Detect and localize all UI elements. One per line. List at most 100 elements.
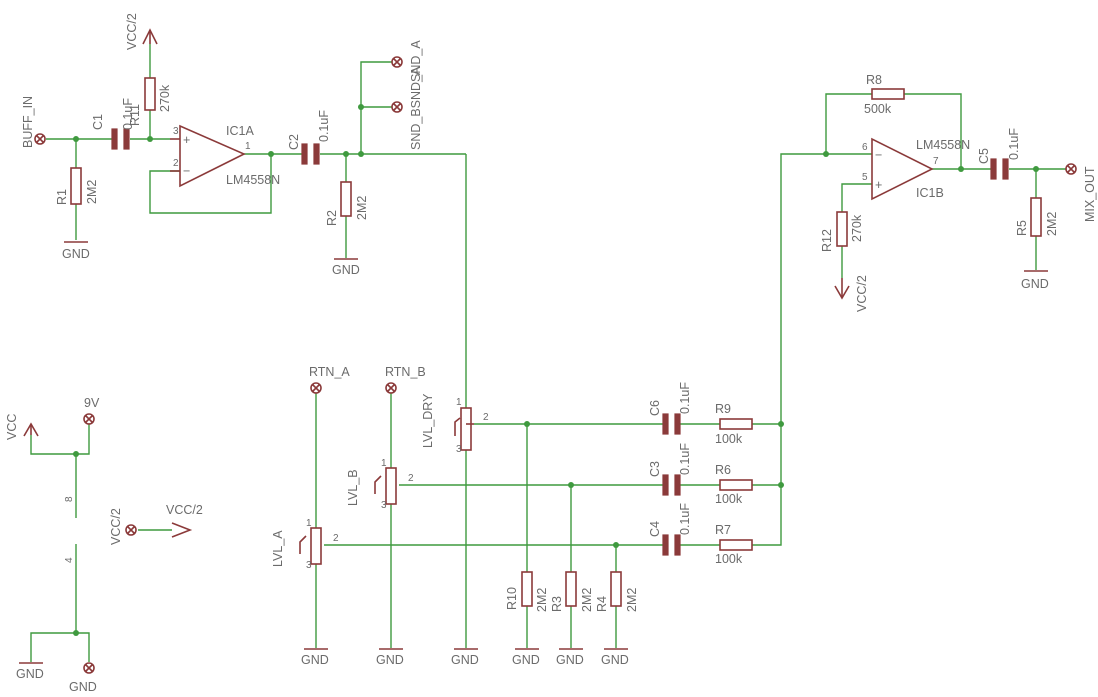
resistor-r7[interactable] <box>719 539 753 551</box>
resistor-r4[interactable] <box>610 571 622 607</box>
pot-lvl-a[interactable] <box>299 527 322 565</box>
r10-value: 2M2 <box>535 588 549 612</box>
gnd-power-left-label: GND <box>16 667 44 681</box>
c6-value: 0.1uF <box>678 382 692 414</box>
opamp-ic1b[interactable] <box>871 137 934 201</box>
gnd-lvl-a-label: GND <box>301 653 329 667</box>
resistor-r9[interactable] <box>719 418 753 430</box>
gnd-r5-label: GND <box>1021 277 1049 291</box>
r1-value: 2M2 <box>85 180 99 204</box>
opamp-ic1a[interactable] <box>170 124 246 188</box>
connector-rtn-b[interactable] <box>385 382 397 394</box>
c5-value: 0.1uF <box>1007 128 1021 160</box>
connector-9v[interactable] <box>83 413 95 425</box>
lvl-b-name: LVL_B <box>346 469 360 506</box>
r12-name: R12 <box>820 229 834 252</box>
r5-value: 2M2 <box>1045 212 1059 236</box>
c5-name: C5 <box>977 148 991 164</box>
capacitor-c3[interactable] <box>662 474 681 496</box>
lvl-b-pin2: 2 <box>408 473 414 484</box>
connector-gnd-power[interactable] <box>83 662 95 674</box>
ic1a-part: LM4558N <box>226 173 280 187</box>
ic1b-pin7: 7 <box>933 156 939 167</box>
buff-in-label: BUFF_IN <box>21 96 35 148</box>
resistor-r1[interactable] <box>70 167 82 205</box>
lvl-dry-pin3: 3 <box>456 444 462 455</box>
resistor-r11[interactable] <box>144 77 156 111</box>
ic1b-plus: + <box>875 178 882 192</box>
r6-value: 100k <box>715 492 743 506</box>
r1-name: R1 <box>55 189 69 205</box>
resistor-r5[interactable] <box>1030 197 1042 237</box>
vcc2-supply-arrow-icon <box>142 28 158 45</box>
r8-value: 500k <box>864 102 892 116</box>
9v-label: 9V <box>84 396 100 410</box>
connector-snd-a[interactable] <box>391 56 403 68</box>
capacitor-c1[interactable] <box>111 128 130 150</box>
ic1a-plus: + <box>183 133 190 147</box>
r7-name: R7 <box>715 523 731 537</box>
resistor-r6[interactable] <box>719 479 753 491</box>
lvl-a-pin1: 1 <box>306 518 312 529</box>
resistor-r8[interactable] <box>871 88 905 100</box>
resistor-r12[interactable] <box>836 211 848 247</box>
gnd-r1-label: GND <box>62 247 90 261</box>
resistor-r2[interactable] <box>340 181 352 217</box>
lvl-a-pin2: 2 <box>333 533 339 544</box>
lvl-b-pin1: 1 <box>381 458 387 469</box>
ic1b-pin6: 6 <box>862 142 868 153</box>
ic1a-pin1: 1 <box>245 141 251 152</box>
gnd-power-label: GND <box>69 680 97 694</box>
r4-value: 2M2 <box>625 588 639 612</box>
vcc2-down-arrow-icon <box>834 278 850 300</box>
resistor-r3[interactable] <box>565 571 577 607</box>
lvl-b-pin3: 3 <box>381 500 387 511</box>
capacitor-c2[interactable] <box>301 143 320 165</box>
r2-value: 2M2 <box>355 196 369 220</box>
ic1b-pin5: 5 <box>862 172 868 183</box>
r4-name: R4 <box>595 596 609 612</box>
r3-value: 2M2 <box>580 588 594 612</box>
vcc2-top-label: VCC/2 <box>125 13 139 50</box>
r11-name: R11 <box>128 104 142 126</box>
ic1-pin4: 4 <box>64 557 75 563</box>
connector-mix-out[interactable] <box>1065 163 1077 175</box>
c3-name: C3 <box>648 461 662 477</box>
connector-snd-bsnd-a[interactable] <box>391 101 403 113</box>
gnd-r3-label: GND <box>556 653 584 667</box>
capacitor-c6[interactable] <box>662 413 681 435</box>
junctions <box>73 104 1039 636</box>
ic1a-pin2: 2 <box>173 158 179 169</box>
capacitor-c5[interactable] <box>990 158 1009 180</box>
ic1b-name: IC1B <box>916 186 944 200</box>
rtn-b-label: RTN_B <box>385 365 426 379</box>
lvl-a-name: LVL_A <box>271 530 285 567</box>
r10-name: R10 <box>505 587 519 610</box>
ic1a-pin3: 3 <box>173 126 179 137</box>
r8-name: R8 <box>866 73 882 87</box>
pot-lvl-b[interactable] <box>374 467 397 505</box>
vcc2-right-arrow-icon <box>171 522 193 538</box>
c2-name: C2 <box>287 134 301 150</box>
gnd-r4-label: GND <box>601 653 629 667</box>
ic1-pin8: 8 <box>64 496 75 502</box>
c1-name: C1 <box>91 114 105 130</box>
ic1b-part: LM4558N <box>916 138 970 152</box>
r12-value: 270k <box>850 214 864 242</box>
resistor-r10[interactable] <box>521 571 533 607</box>
capacitor-c4[interactable] <box>662 534 681 556</box>
lvl-dry-pin2: 2 <box>483 412 489 423</box>
connector-rtn-a[interactable] <box>310 382 322 394</box>
r11-value: 270k <box>158 84 172 112</box>
r6-name: R6 <box>715 463 731 477</box>
r2-name: R2 <box>325 210 339 226</box>
gnd-r2-label: GND <box>332 263 360 277</box>
vcc2-connector-label: VCC/2 <box>109 508 123 545</box>
connector-buff-in[interactable] <box>34 133 46 145</box>
pot-lvl-dry[interactable] <box>454 407 474 451</box>
c3-value: 0.1uF <box>678 443 692 475</box>
vcc-label: VCC <box>5 414 19 440</box>
connector-vcc2[interactable] <box>125 524 137 536</box>
c4-value: 0.1uF <box>678 503 692 535</box>
